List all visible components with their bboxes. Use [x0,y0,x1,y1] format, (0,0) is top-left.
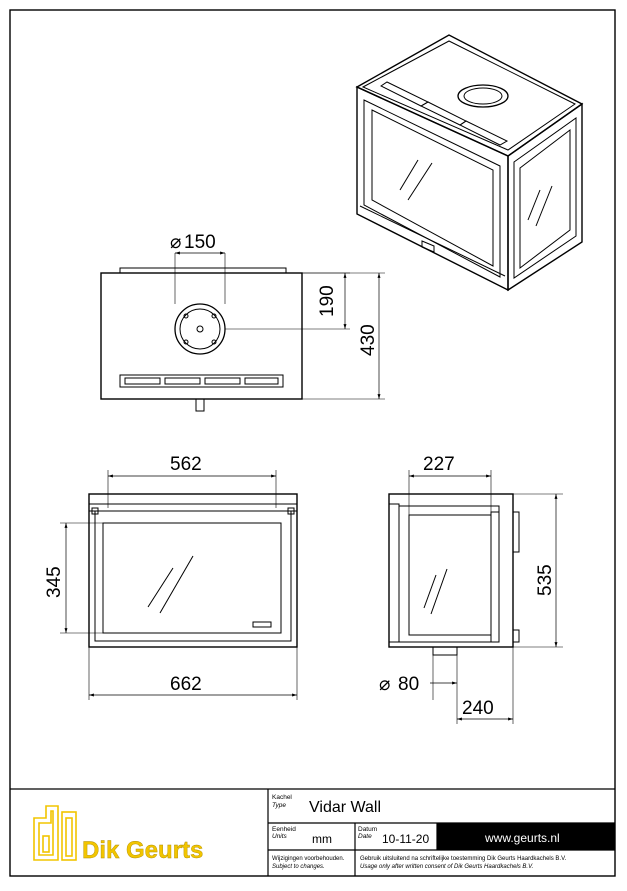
units-value: mm [312,832,332,846]
glass-height-value: 345 [44,566,65,598]
type-label-nl: Kachel [272,794,292,801]
usage-note-en: Usage only after written consent of Dik … [360,864,533,870]
dik-geurts-logo [33,805,77,861]
isometric-view [355,34,584,292]
logo-text: Dik Geurts [82,837,203,864]
flue-offset-value: 190 [317,285,338,317]
type-value: Vidar Wall [309,799,381,816]
website-banner [437,823,615,850]
depth-value: 430 [358,324,379,356]
date-value: 10-11-20 [382,832,429,846]
usage-note-nl: Gebruik uitsluitend na schriftelijke toe… [360,856,567,862]
flue-diameter-value: 150 [184,232,216,253]
type-label-en: Type [272,802,286,809]
changes-note-en: Subject to changes. [272,864,325,870]
units-label-nl: Eenheid [272,826,296,833]
side-view [388,470,563,724]
sheet-border [9,9,616,877]
air-inlet-diameter-symbol: ⌀ [379,674,390,695]
date-label-en: Date [358,833,372,840]
side-depth-value: 240 [462,698,494,719]
changes-note-nl: Wijzigingen voorbehouden. [272,856,345,862]
overall-height-value: 535 [535,564,556,596]
date-label-nl: Datum [358,826,377,833]
top-view [100,251,385,412]
title-block [10,788,615,876]
units-label-en: Units [272,833,288,840]
overall-width-value: 662 [170,674,202,695]
air-inlet-diameter-value: 80 [398,674,419,695]
website-text: www.geurts.nl [484,831,560,845]
flue-diameter-symbol: ⌀ [170,232,181,253]
glass-width-value: 562 [170,454,202,475]
side-glass-width-value: 227 [423,454,455,475]
front-view [60,470,298,700]
